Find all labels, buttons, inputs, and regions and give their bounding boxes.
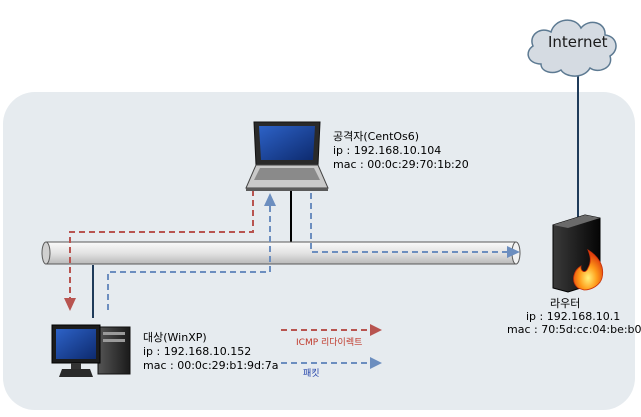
target-name: 대상(WinXP) [143,331,207,344]
attacker-name: 공격자(CentOs6) [333,130,420,143]
router-mac: mac : 70:5d:cc:04:be:b0 [507,323,641,336]
legend-icmp-label: ICMP 리다이렉트 [296,338,363,348]
target-ip: ip : 192.168.10.152 [143,345,252,358]
router-firewall-icon [552,214,604,293]
internet-cloud [527,19,617,77]
legend-packet-arrowhead [370,357,382,369]
legend-icmp-arrowhead [370,324,382,336]
icmp-redirect-arrowhead [64,298,76,311]
attacker-mac: mac : 00:0c:29:70:1b:20 [333,158,469,171]
packet-arrowhead-router [507,246,520,258]
packet-arrowhead-attacker [264,193,276,206]
target-mac: mac : 00:0c:29:b1:9d:7a [143,359,279,372]
router-ip: ip : 192.168.10.1 [526,310,621,323]
network-bus [41,241,521,265]
legend-packet-label: 패킷 [303,369,320,379]
internet-label: Internet [548,33,608,51]
icmp-redirect-path [69,190,254,300]
router-name: 라우터 [550,297,581,310]
target-desktop-icon [51,324,131,377]
packet-path-to-router [310,193,508,253]
attacker-ip: ip : 192.168.10.104 [333,144,442,157]
attacker-laptop-icon [245,121,329,191]
packet-path-to-attacker [107,204,271,310]
